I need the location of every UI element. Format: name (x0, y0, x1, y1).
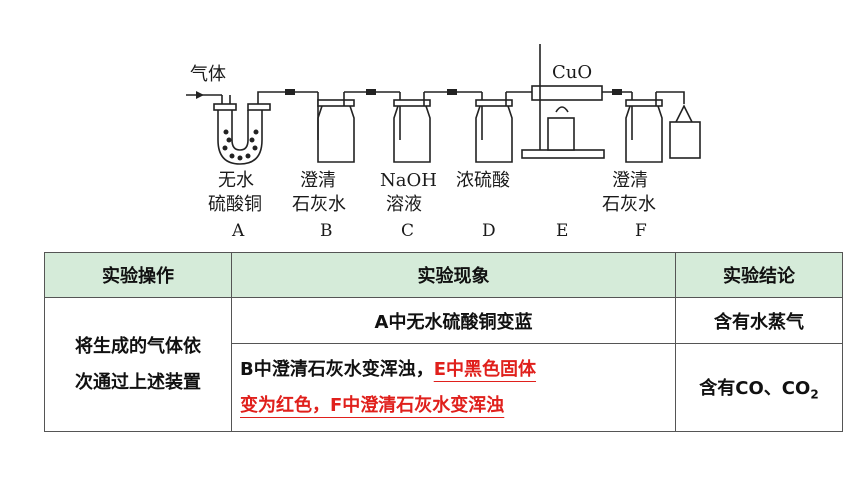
device-a-line2: 硫酸铜 (208, 194, 262, 215)
phenomenon-row2-black: B中澄清石灰水变浑浊， (240, 358, 434, 380)
device-f-line1: 澄清 (612, 170, 648, 191)
phenomenon-row1: A中无水硫酸铜变蓝 (231, 297, 676, 344)
operation-cell: 将生成的气体依 次通过上述装置 (44, 297, 232, 432)
phenomenon-row2-red-2: 变为红色，F中澄清石灰水变浑浊 (240, 394, 505, 416)
device-a-letter: A (231, 221, 245, 241)
phenomenon-row2-red-1: E中黑色固体 (433, 358, 537, 380)
device-c-letter: C (401, 221, 414, 241)
device-d-letter: D (482, 221, 496, 241)
table-row: 将生成的气体依 次通过上述装置 A中无水硫酸铜变蓝 含有水蒸气 (44, 297, 843, 432)
conclusion-row2-text: 含有CO、CO (699, 377, 811, 399)
apparatus-diagram: 气体 CuO 无水 硫酸铜 A 澄清 石灰水 B NaOH 溶液 C 浓硫酸 D… (186, 44, 701, 241)
device-a-line1: 无水 (218, 170, 254, 191)
conclusion-row2: 含有CO、CO2 (675, 343, 843, 432)
header-operation: 实验操作 (44, 252, 232, 298)
header-phenomenon: 实验现象 (231, 252, 676, 298)
experiment-table: 实验操作 实验现象 实验结论 将生成的气体依 次通过上述装置 A中无水硫酸铜变蓝… (44, 252, 843, 432)
table-header-row: 实验操作 实验现象 实验结论 (44, 252, 843, 298)
device-c-line1: NaOH (380, 170, 437, 191)
conclusion-row1: 含有水蒸气 (675, 297, 843, 344)
device-c-line2: 溶液 (386, 194, 422, 215)
device-b-letter: B (320, 221, 333, 241)
conclusion-row2-subscript: 2 (810, 387, 819, 402)
operation-line1: 将生成的气体依 (75, 335, 201, 357)
table-row: B中澄清石灰水变浑浊，E中黑色固体 变为红色，F中澄清石灰水变浑浊 含有CO、C… (45, 343, 843, 432)
header-conclusion: 实验结论 (675, 252, 843, 298)
device-b-line2: 石灰水 (292, 194, 346, 215)
device-f-letter: F (635, 221, 647, 241)
device-d-line1: 浓硫酸 (456, 170, 510, 191)
device-f-line2: 石灰水 (602, 194, 656, 215)
phenomenon-row2: B中澄清石灰水变浑浊，E中黑色固体 变为红色，F中澄清石灰水变浑浊 (231, 343, 676, 432)
device-e-letter: E (556, 221, 568, 241)
device-b-line1: 澄清 (300, 170, 336, 191)
cuo-label: CuO (552, 62, 592, 83)
operation-line2: 次通过上述装置 (75, 371, 201, 393)
gas-inlet-label: 气体 (190, 64, 226, 85)
